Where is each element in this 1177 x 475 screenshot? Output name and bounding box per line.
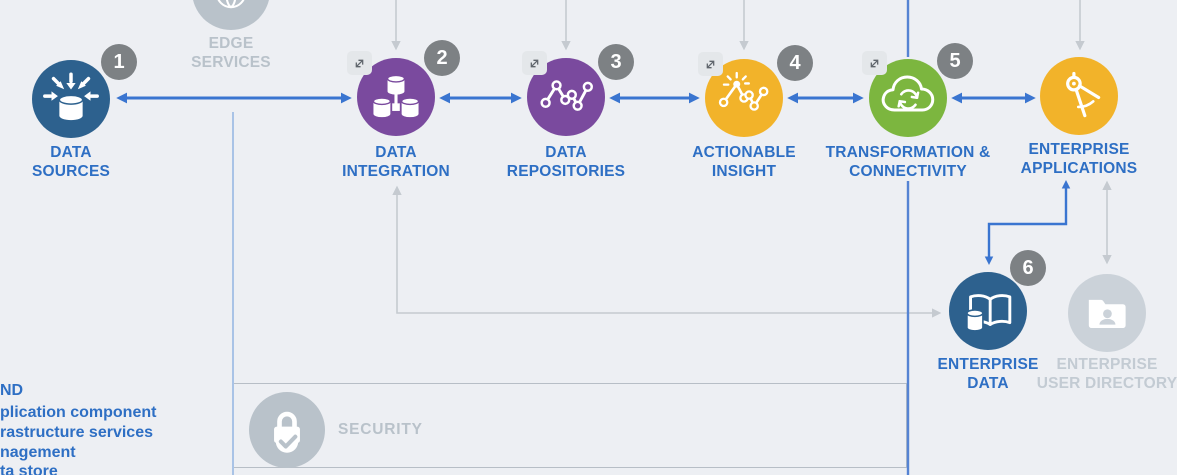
- step-badge-5: 5: [937, 43, 973, 79]
- expand-icon[interactable]: [347, 51, 372, 75]
- expand-icon[interactable]: [862, 51, 887, 75]
- security-label: SECURITY: [338, 421, 423, 438]
- legend-item: plication component: [0, 404, 157, 421]
- arrow-applications-enterprise-data: [984, 179, 1071, 266]
- data-repositories-label: DATA REPOSITORIES: [506, 144, 626, 180]
- data-sources-node[interactable]: [32, 60, 110, 138]
- enterprise-data-icon: [966, 294, 1012, 332]
- transformation-connectivity-label: TRANSFORMATION & CONNECTIVITY: [825, 144, 991, 180]
- legend-item: nagement: [0, 444, 76, 461]
- data-integration-node[interactable]: [357, 58, 435, 136]
- data-sources-icon: [43, 72, 99, 121]
- data-integration-label: DATA INTEGRATION: [342, 144, 450, 180]
- security-band: [233, 383, 907, 468]
- actionable-insight-label: ACTIONABLE INSIGHT: [692, 144, 796, 180]
- enterprise-data-label: ENTERPRISE DATA: [937, 356, 1039, 392]
- legend-title: ND: [0, 382, 24, 399]
- legend-item: ta store: [0, 463, 58, 475]
- cloud-sync-icon: [881, 75, 935, 112]
- connector-integration-enterprise-data: [392, 185, 942, 318]
- lock-check-icon: [274, 411, 300, 453]
- data-sources-label: DATA SOURCES: [31, 144, 111, 180]
- step-badge-3: 3: [598, 44, 634, 80]
- step-badge-1: 1: [101, 44, 137, 80]
- actionable-insight-icon: [718, 71, 769, 111]
- step-badge-6: 6: [1010, 250, 1046, 286]
- data-integration-icon: [372, 74, 420, 118]
- enterprise-user-directory-node[interactable]: [1068, 274, 1146, 352]
- data-repositories-icon: [540, 80, 593, 111]
- step-badge-2: 2: [424, 40, 460, 76]
- enterprise-applications-node[interactable]: [1040, 57, 1118, 135]
- step-badge-4: 4: [777, 45, 813, 81]
- enterprise-applications-label: ENTERPRISE APPLICATIONS: [1020, 141, 1138, 177]
- security-node[interactable]: [249, 392, 325, 468]
- legend-item: rastructure services: [0, 424, 153, 441]
- expand-icon[interactable]: [522, 51, 547, 75]
- user-directory-icon: [1088, 299, 1126, 328]
- enterprise-user-directory-label: ENTERPRISE USER DIRECTORY: [1036, 356, 1177, 392]
- compass-icon: [1066, 71, 1101, 118]
- expand-icon[interactable]: [698, 52, 723, 76]
- globe-icon: [217, 0, 245, 9]
- enterprise-data-node[interactable]: [949, 272, 1027, 350]
- edge-services-label: EDGE SERVICES: [191, 35, 271, 71]
